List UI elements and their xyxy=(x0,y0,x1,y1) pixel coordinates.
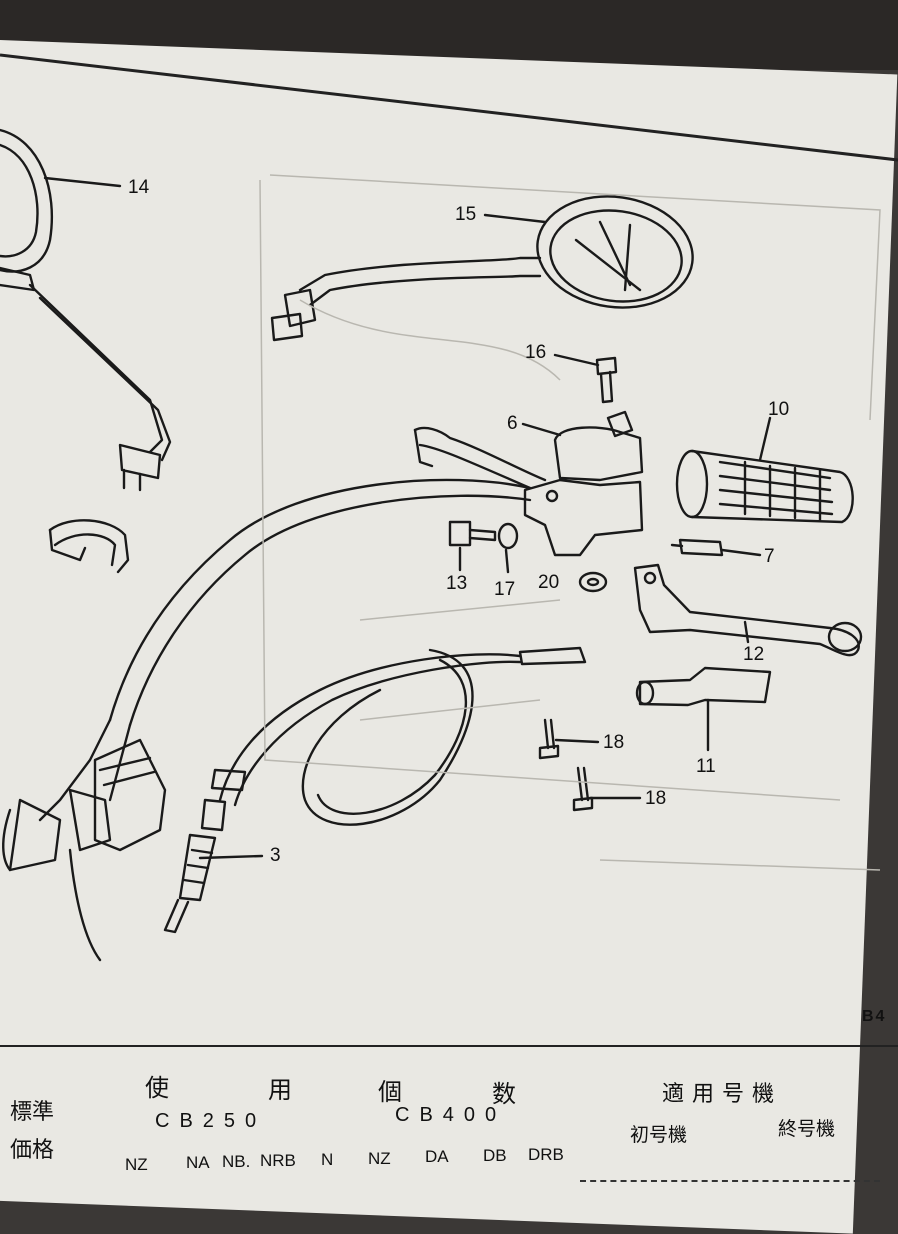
nut-17 xyxy=(497,522,519,550)
handle-grip-10 xyxy=(675,449,854,524)
switch-part-7 xyxy=(670,538,724,557)
heading-usage-4: 数 xyxy=(492,1080,516,1108)
callout-12: 12 xyxy=(743,644,765,665)
table-top-rule xyxy=(0,1045,898,1047)
clutch-switch-housing-6 xyxy=(413,410,644,557)
right-mirror-15 xyxy=(270,195,694,342)
exploded-parts-diagram xyxy=(0,53,898,962)
callout-18-b: 18 xyxy=(645,788,667,809)
heading-usage-1: 使 xyxy=(145,1074,169,1102)
variant-db: DB xyxy=(483,1146,507,1165)
wire-harness xyxy=(2,478,532,962)
callout-20: 20 xyxy=(538,572,560,593)
leader-17 xyxy=(504,548,510,574)
variant-da: DA xyxy=(425,1147,449,1166)
variant-nz-2: NZ xyxy=(368,1149,391,1168)
leader-12 xyxy=(743,620,750,644)
variant-nb: NB. xyxy=(222,1152,251,1171)
callout-10: 10 xyxy=(768,399,790,420)
leader-10 xyxy=(758,416,772,462)
washer-20 xyxy=(578,571,608,593)
clutch-cable-3 xyxy=(163,646,587,934)
callout-6: 6 xyxy=(507,413,518,434)
variant-nrb: NRB xyxy=(260,1151,296,1170)
variant-nz: NZ xyxy=(125,1155,148,1174)
variant-na: NA xyxy=(186,1153,210,1172)
model-cb250: CB250 xyxy=(155,1110,267,1132)
bolt-18-b xyxy=(572,766,594,812)
table-row-dashes xyxy=(580,1180,880,1182)
callout-3: 3 xyxy=(270,845,281,866)
last-unit-label: 終号機 xyxy=(778,1118,836,1140)
callout-17: 17 xyxy=(494,579,516,600)
screw-13 xyxy=(448,520,497,547)
first-unit-label: 初号機 xyxy=(630,1124,688,1146)
leader-14 xyxy=(43,176,122,188)
cable-clip xyxy=(48,519,130,574)
leader-18a xyxy=(554,738,600,744)
bolt-16 xyxy=(595,356,618,404)
callout-18-a: 18 xyxy=(603,732,625,753)
callout-7: 7 xyxy=(764,546,775,567)
callout-13: 13 xyxy=(446,573,468,594)
clutch-lever-12 xyxy=(633,563,863,657)
callout-16: 16 xyxy=(525,342,547,363)
leader-6 xyxy=(521,422,562,437)
leader-15 xyxy=(483,213,547,224)
left-mirror-14 xyxy=(0,128,172,492)
callout-11: 11 xyxy=(696,756,716,777)
bolt-18-a xyxy=(538,718,560,760)
model-cb400: CB400 xyxy=(395,1104,507,1126)
heading-usage-2: 用 xyxy=(268,1076,292,1104)
variant-drb: DRB xyxy=(528,1145,564,1164)
plate-code: B4 xyxy=(862,1008,887,1025)
heading-usage-3: 個 xyxy=(378,1078,402,1106)
leader-3 xyxy=(198,854,264,860)
callout-15: 15 xyxy=(455,204,477,225)
col-standard-1: 標準 xyxy=(10,1100,55,1125)
col-standard-2: 価格 xyxy=(10,1138,55,1163)
leader-7 xyxy=(720,548,762,557)
heading-applicable-units: 適用号機 xyxy=(662,1082,783,1107)
variant-n: N xyxy=(321,1150,334,1169)
leader-16 xyxy=(553,353,600,367)
callout-14: 14 xyxy=(128,177,150,198)
lever-bracket-11 xyxy=(635,666,772,707)
